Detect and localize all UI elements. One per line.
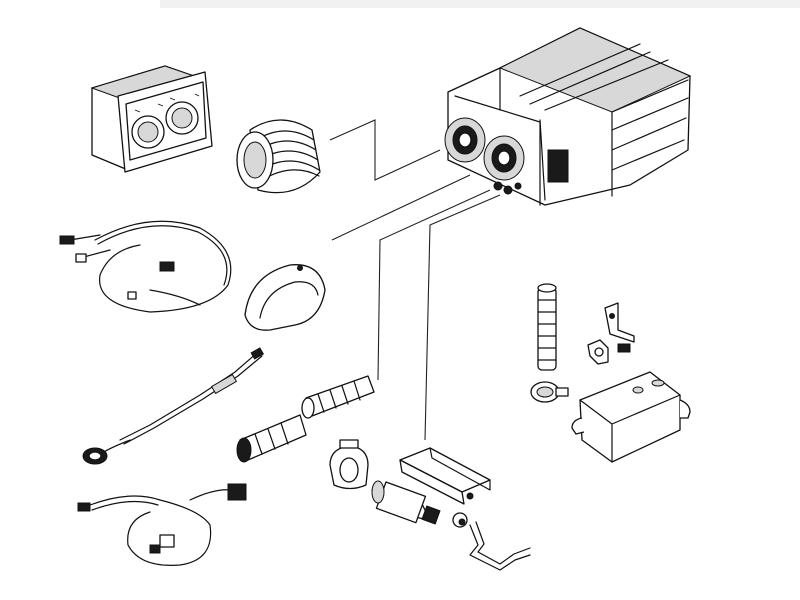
pump-harness-icon: [77, 483, 247, 566]
top-strip: [160, 0, 800, 8]
air-duct-icon: [236, 119, 321, 194]
leader-lines: [329, 119, 501, 441]
air-outlet-hood-icon: [244, 264, 326, 331]
exhaust-silencer-icon: [571, 371, 691, 463]
exhaust-hose-icon: [236, 375, 375, 463]
fuel-line-icon: [537, 283, 557, 371]
pump-bracket-icon: [399, 447, 491, 505]
hose-clamp-icon: [329, 439, 369, 490]
heater-unit-icon: [444, 27, 692, 206]
control-panel-icon: [90, 65, 213, 173]
hose-clamp-icon: [530, 381, 569, 403]
fuel-pickup-icon: [469, 521, 531, 571]
fuel-pump-icon: [371, 480, 468, 528]
wiring-harness-icon: [59, 220, 232, 313]
power-cable-icon: [82, 347, 265, 465]
mounting-bracket-icon: [587, 302, 635, 365]
